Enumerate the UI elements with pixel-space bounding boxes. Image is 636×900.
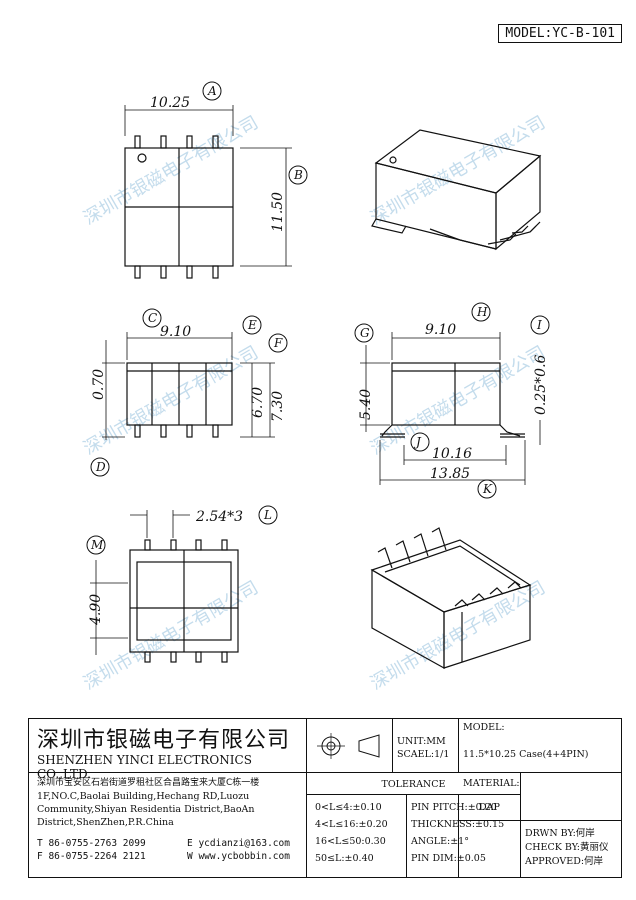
callout-l: L [263, 508, 272, 522]
isometric-bottom [370, 527, 532, 670]
dim-025: 0.25*0.6 [533, 354, 549, 415]
scale: SCAEL:1/1 [397, 749, 450, 760]
dimension-labels: 10.25 11.50 9.10 9.10 0.70 6.70 7.30 5.4… [88, 95, 549, 626]
technical-drawing: 深圳市银磁电子有限公司 深圳市银磁电子有限公司 深圳市银磁电子有限公司 深圳市银… [80, 81, 550, 694]
tolerance-header: TOLERANCE [307, 773, 521, 795]
model-number: MODEL:YC-B-101 [498, 24, 622, 43]
callout-e: E [247, 318, 257, 332]
approved-by: APPROVED:何岸 [525, 856, 604, 867]
callout-f: F [273, 336, 283, 350]
company-name-cell: 深圳市银磁电子有限公司 SHENZHEN YINCI ELECTRONICS C… [29, 719, 307, 781]
company-en: SHENZHEN YINCI ELECTRONICS CO.,LTD. [37, 753, 252, 781]
pin-1: PIN PITCH:±0.20 [411, 802, 497, 813]
callout-g: G [360, 326, 370, 340]
dim-m: 4.90 [88, 594, 104, 626]
projection-symbol [307, 719, 393, 773]
model-value: 11.5*10.25 Case(4+4PIN) [463, 749, 589, 760]
dim-l: 2.54*3 [195, 509, 243, 525]
email: E ycdianzi@163.com [187, 838, 290, 849]
callout-a: A [207, 84, 217, 98]
dim-j: 10.16 [432, 446, 472, 462]
pin-tolerances: PIN PITCH:±0.20 THICKNESS:±0.15 ANGLE:±1… [407, 795, 521, 877]
tolerance-spacer [407, 795, 459, 877]
tol-4: 50≤L:±0.40 [315, 853, 374, 864]
unit-scale-cell: UNIT:MM SCAEL:1/1 [393, 719, 459, 773]
dim-k: 13.85 [430, 466, 470, 482]
address-cell: 深圳市宝安区石岩街道罗租社区合昌路宝来大厦C栋一楼 1F,NO.C,Baolai… [29, 773, 307, 877]
check-by: CHECK BY:黄丽仪 [525, 842, 609, 853]
top-view [124, 81, 308, 279]
dim-h: 9.10 [425, 322, 456, 338]
watermark-6: 深圳市银磁电子有限公司 [367, 577, 549, 694]
tolerance-ranges: 0<L≤4:±0.10 4<L≤16:±0.20 16<L≤50:0.30 50… [307, 795, 407, 877]
pin-2: THICKNESS:±0.15 [411, 819, 505, 830]
callout-k: K [482, 482, 493, 496]
material-label: MATERIAL: [463, 778, 520, 789]
watermark-5: 深圳市银磁电子有限公司 [80, 577, 262, 694]
side-view [90, 308, 288, 477]
callout-c: C [148, 311, 157, 325]
callout-d: D [95, 460, 106, 474]
fax-row: F 86-0755-2264 2121 W www.ycbobbin.com [37, 850, 298, 863]
tol-2: 4<L≤16:±0.20 [315, 819, 388, 830]
model-cell: MODEL: 11.5*10.25 Case(4+4PIN) [459, 719, 621, 773]
tol-1: 0<L≤4:±0.10 [315, 802, 382, 813]
dim-540: 5.40 [358, 389, 374, 420]
callout-letters: A B C D E F G H I J K L M [90, 84, 542, 552]
website: W www.ycbobbin.com [187, 851, 290, 862]
title-block: 深圳市银磁电子有限公司 SHENZHEN YINCI ELECTRONICS C… [28, 718, 622, 878]
dim-a: 10.25 [150, 95, 190, 111]
fax: F 86-0755-2264 2121 [37, 851, 146, 862]
dim-670: 6.70 [250, 387, 266, 418]
pin-4: PIN DIM:±0.05 [411, 853, 486, 864]
dim-b: 11.50 [270, 192, 286, 232]
watermark-4: 深圳市银磁电子有限公司 [367, 342, 549, 459]
callout-m: M [90, 538, 104, 552]
tol-3: 16<L≤50:0.30 [315, 836, 386, 847]
callout-h: H [476, 305, 488, 319]
address-en-1: 1F,NO.C,Baolai Building,Hechang RD,Luozu [37, 791, 250, 802]
watermark-1: 深圳市银磁电子有限公司 [80, 112, 262, 229]
dim-070: 0.70 [91, 369, 107, 400]
dim-c: 9.10 [160, 324, 191, 340]
tel: T 86-0755-2763 2099 [37, 838, 146, 849]
first-angle-projection-icon [317, 733, 380, 759]
callout-b: B [293, 168, 303, 182]
front-view [354, 302, 550, 499]
company-cn: 深圳市银磁电子有限公司 [37, 728, 291, 753]
phone-row: T 86-0755-2763 2099 E ycdianzi@163.com [37, 837, 298, 850]
address-en-3: District,ShenZhen,P.R.China [37, 817, 174, 828]
material-value: DAP [459, 795, 621, 821]
callout-i: I [536, 318, 542, 332]
signoff-cell: DRWN BY:何岸 CHECK BY:黄丽仪 APPROVED:何岸 [521, 821, 621, 877]
address-en-2: Community,Shiyan Residentia District,Bao… [37, 804, 255, 815]
drawn-by: DRWN BY:何岸 [525, 828, 595, 839]
callout-j: J [413, 435, 422, 449]
watermark-3: 深圳市银磁电子有限公司 [80, 342, 262, 459]
bottom-view [86, 505, 278, 663]
dim-730: 7.30 [270, 391, 286, 422]
unit: UNIT:MM [397, 736, 446, 747]
model-label: MODEL: [463, 722, 505, 733]
address-cn: 深圳市宝安区石岩街道罗租社区合昌路宝来大厦C栋一楼 [37, 778, 260, 788]
pin-3: ANGLE:±1° [411, 836, 469, 847]
watermarks: 深圳市银磁电子有限公司 深圳市银磁电子有限公司 深圳市银磁电子有限公司 深圳市银… [80, 112, 549, 694]
isometric-top [371, 129, 542, 251]
